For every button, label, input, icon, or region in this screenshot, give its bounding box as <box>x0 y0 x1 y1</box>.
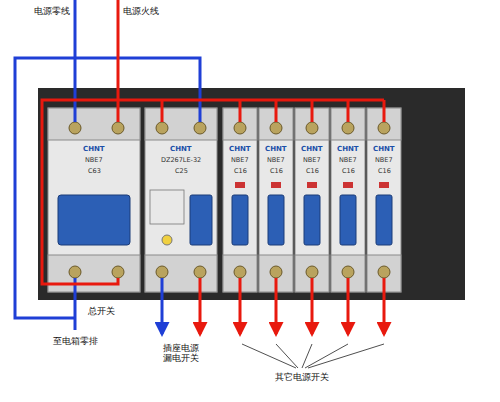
breaker-marking: DZ267LE-32 <box>161 157 201 164</box>
breaker-marking: NBE7 <box>267 157 285 164</box>
breaker-marking: C63 <box>88 168 101 175</box>
breaker-marking: CHNT <box>265 145 287 153</box>
group-label: 其它电源开关 <box>275 372 329 382</box>
wire-label: 至电箱零排 <box>53 336 98 346</box>
wire-label: 电源零线 <box>34 6 70 16</box>
breaker-marking: NBE7 <box>339 157 357 164</box>
breaker-marking: CHNT <box>337 145 359 153</box>
breaker-marking: NBE7 <box>231 157 249 164</box>
breaker-marking: CHNT <box>83 145 105 153</box>
breaker-marking: CHNT <box>373 145 395 153</box>
breaker-marking: NBE7 <box>85 157 103 164</box>
breaker-marking: NBE7 <box>303 157 321 164</box>
breaker-marking: NBE7 <box>375 157 393 164</box>
breaker-marking: C16 <box>234 168 247 175</box>
breaker-marking: CHNT <box>301 145 323 153</box>
breaker-marking: C16 <box>306 168 319 175</box>
breaker-marking: C16 <box>342 168 355 175</box>
wire-label: 电源火线 <box>123 6 159 16</box>
breaker-marking: CHNT <box>229 145 251 153</box>
breaker-marking: C25 <box>175 168 188 175</box>
breaker-marking: CHNT <box>170 145 192 153</box>
breaker-marking: C16 <box>270 168 283 175</box>
breaker-label: 插座电源 漏电开关 <box>161 343 201 364</box>
breaker-marking: C16 <box>378 168 391 175</box>
switch-label: 总开关 <box>88 306 115 316</box>
